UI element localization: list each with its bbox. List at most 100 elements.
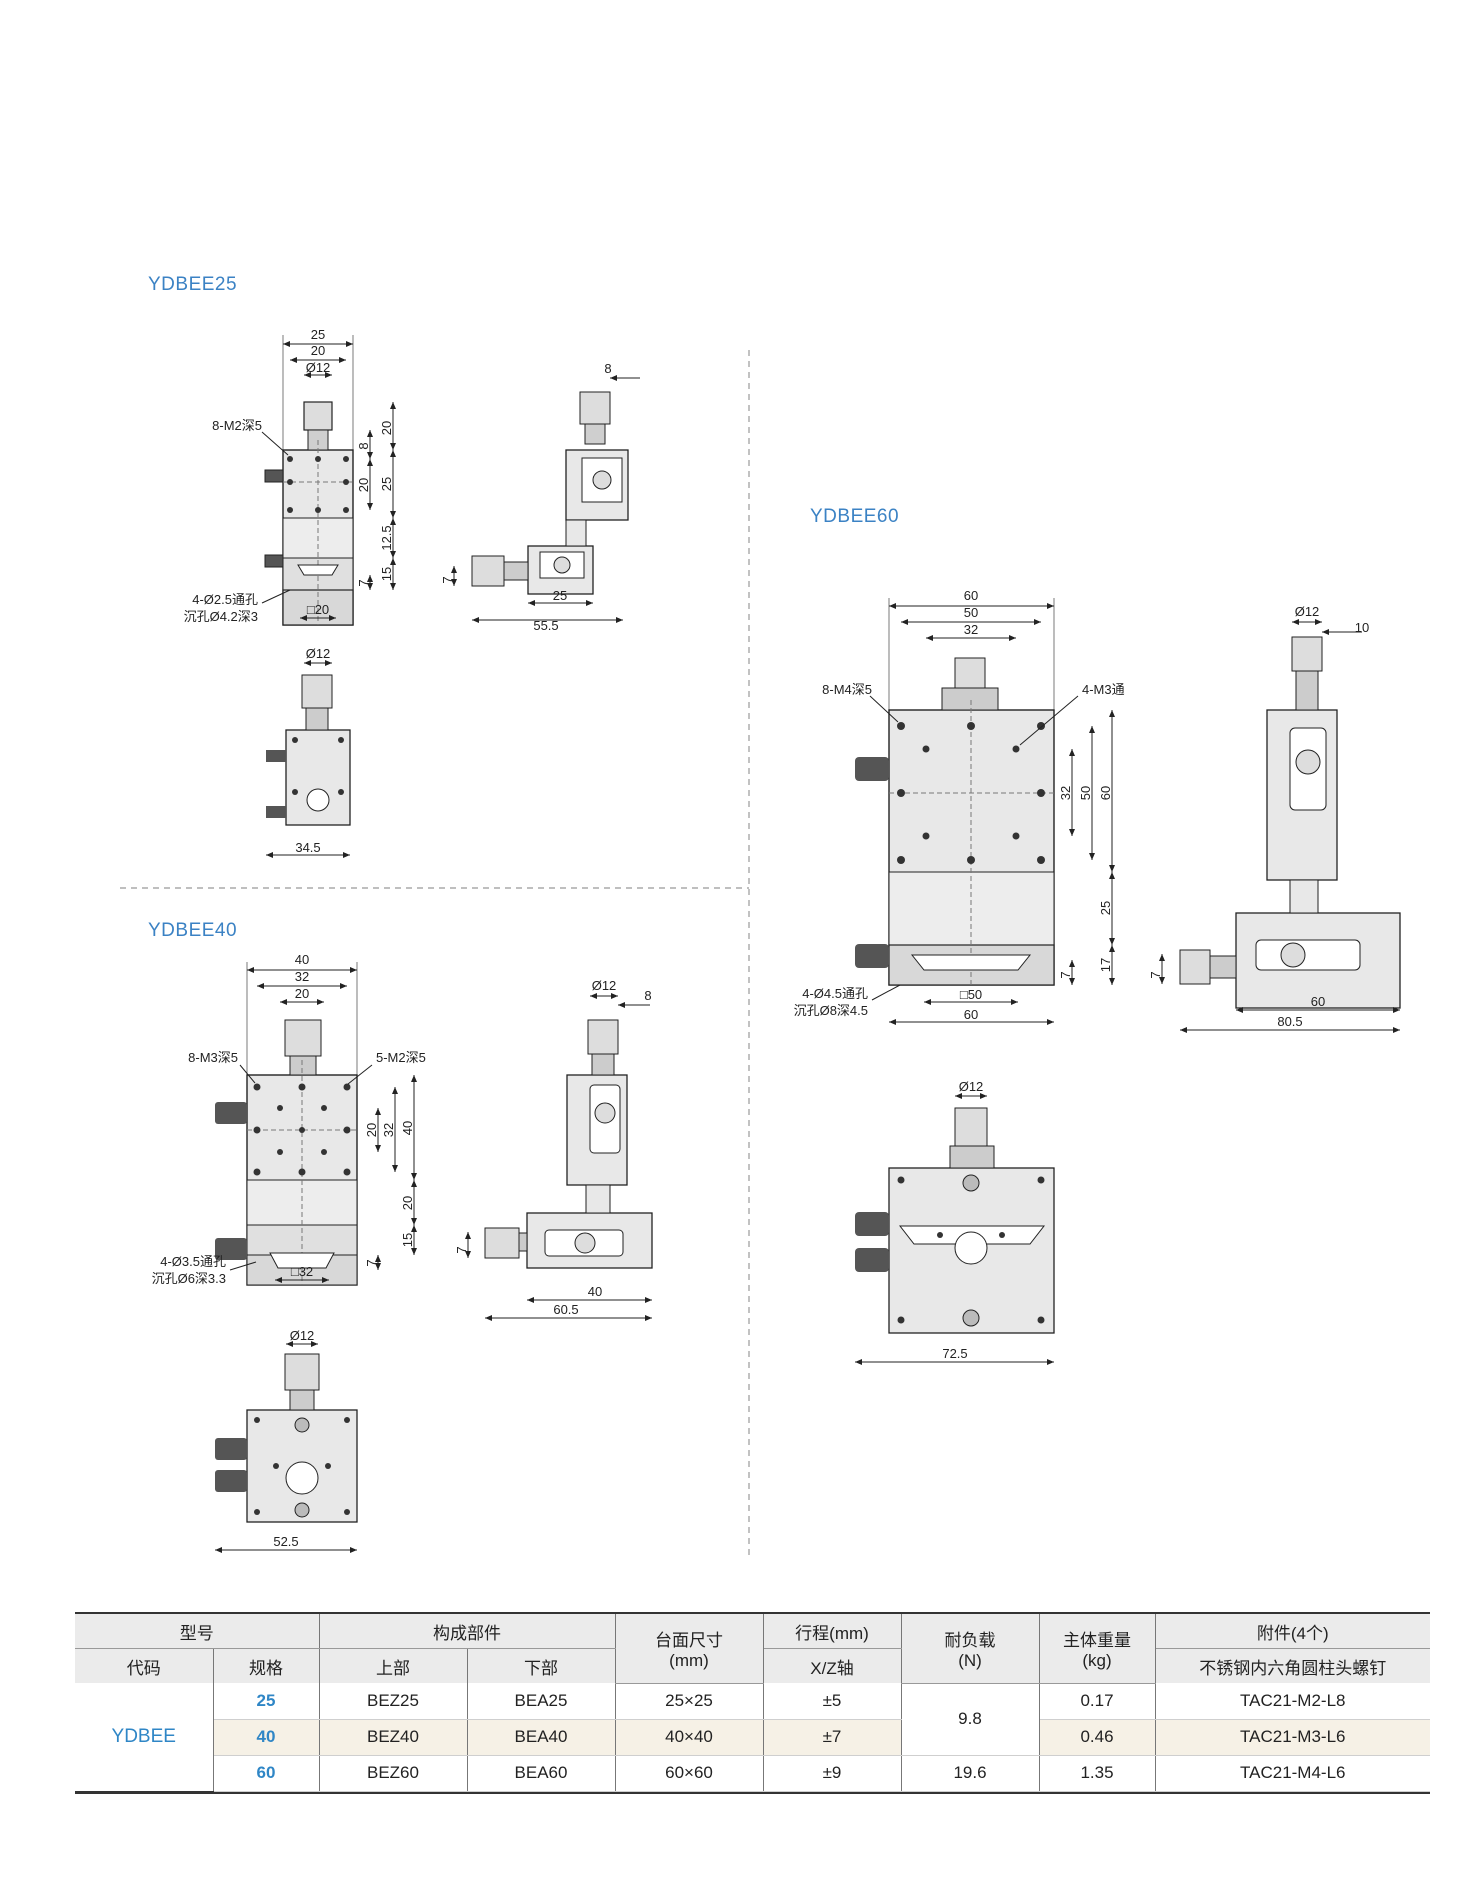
cell-lower: BEA60	[467, 1755, 616, 1792]
dim-25a-cb: 沉孔Ø4.2深3	[184, 609, 258, 624]
table-row: YDBEE 25 BEZ25 BEA25 25×25 ±5 9.8 0.17 T…	[75, 1683, 1430, 1792]
dim-25a-w20: 20	[311, 343, 325, 358]
dim-40a-thru: 4-Ø3.5通孔	[160, 1254, 226, 1269]
dim-60a-v7: 7	[1058, 971, 1073, 978]
cell-spec: 25	[213, 1683, 320, 1720]
th-load-label: 耐负载	[944, 1630, 996, 1650]
dim-25b-w34-5: 34.5	[295, 840, 320, 855]
dim-60a-thru: 4-Ø4.5通孔	[802, 986, 868, 1001]
dim-40s-w60-5: 60.5	[553, 1302, 578, 1317]
th-axis: X/Z轴	[763, 1648, 902, 1683]
dim-40a-v40: 40	[400, 1121, 415, 1135]
dim-25a-w25: 25	[311, 327, 325, 342]
dim-25s-w8: 8	[604, 361, 611, 376]
dim-60b-d12: Ø12	[959, 1079, 984, 1094]
dim-40a-holes8: 8-M3深5	[188, 1050, 238, 1065]
th-weight: 主体重量(kg)	[1039, 1614, 1156, 1684]
cell-accessory: TAC21-M2-L8	[1155, 1683, 1430, 1720]
th-model: 型号	[75, 1614, 320, 1649]
dim-60a-cb: 沉孔Ø8深4.5	[794, 1003, 868, 1018]
dim-40a-v32: 32	[381, 1123, 396, 1137]
dim-40b-w52-5: 52.5	[273, 1534, 298, 1549]
technical-drawings: 25 20 Ø12 8-M2深5 20 8 20 25 12.5 15 7 □2…	[120, 327, 1401, 1560]
th-code: 代码	[75, 1648, 214, 1683]
ydbee25-bottom-view: Ø12 34.5	[266, 646, 351, 858]
dim-40a-w32: 32	[295, 969, 309, 984]
dim-60s-d12: Ø12	[1295, 604, 1320, 619]
dim-60a-sq: □50	[960, 987, 982, 1002]
cell-code: YDBEE	[75, 1683, 214, 1792]
dim-40s-h7: 7	[454, 1246, 469, 1253]
dim-25s-h7: 7	[440, 576, 455, 583]
dim-60a-w32: 32	[964, 622, 978, 637]
dim-60s-w10: 10	[1355, 620, 1369, 635]
cell-stroke: ±9	[763, 1755, 902, 1792]
table-row: 60 BEZ60 BEA60 60×60 ±9 19.6 1.35 TAC21-…	[75, 1755, 1430, 1792]
th-weight-unit: (kg)	[1082, 1650, 1112, 1670]
dim-60a-w50: 50	[964, 605, 978, 620]
dim-25b-d12: Ø12	[306, 646, 331, 661]
cell-spec: 40	[213, 1719, 320, 1756]
dim-60s-h7: 7	[1148, 971, 1163, 978]
th-size: 台面尺寸(mm)	[615, 1614, 764, 1684]
cell-upper: BEZ25	[319, 1683, 468, 1720]
dim-25a-v20b: 20	[356, 478, 371, 492]
dim-60a-v25: 25	[1098, 901, 1113, 915]
cell-lower: BEA25	[467, 1683, 616, 1720]
ydbee60-side-view: Ø12 10 7 60 80.5	[1148, 604, 1401, 1033]
table-row: 40 BEZ40 BEA40 40×40 ±7 0.46 TAC21-M3-L6	[75, 1719, 1430, 1756]
ydbee40-bottom-view: Ø12 52.5	[215, 1328, 358, 1553]
cell-weight: 1.35	[1039, 1755, 1156, 1792]
cell-spec: 60	[213, 1755, 320, 1792]
dim-25s-w55-5: 55.5	[533, 618, 558, 633]
th-upper: 上部	[319, 1648, 468, 1683]
dim-25a-v12-5: 12.5	[379, 525, 394, 550]
dim-60a-v17: 17	[1098, 958, 1113, 972]
cell-weight: 0.46	[1039, 1719, 1156, 1756]
dim-25a-v15: 15	[379, 567, 394, 581]
th-parts: 构成部件	[319, 1614, 616, 1649]
dim-25a-v7: 7	[356, 579, 371, 586]
cell-upper: BEZ40	[319, 1719, 468, 1756]
dim-40a-v15: 15	[400, 1233, 415, 1247]
ydbee60-front-view: 60 50 32 8-M4深5 4-M3通 32 50 60 25 17 7 □…	[794, 588, 1125, 1025]
dim-60a-holes8: 8-M4深5	[822, 682, 872, 697]
dim-25a-holes: 8-M2深5	[212, 418, 262, 433]
cell-stroke: ±7	[763, 1719, 902, 1756]
ydbee25-front-view: 25 20 Ø12 8-M2深5 20 8 20 25 12.5 15 7 □2…	[184, 327, 396, 626]
th-lower: 下部	[467, 1648, 616, 1683]
table-bottom-rule	[75, 1792, 1430, 1794]
th-weight-label: 主体重量	[1063, 1630, 1131, 1650]
ydbee25-side-view: 8 7 25 55.5	[440, 361, 640, 633]
cell-load: 19.6	[901, 1755, 1040, 1792]
dim-60s-w80-5: 80.5	[1277, 1014, 1302, 1029]
dim-40a-holes5: 5-M2深5	[376, 1050, 426, 1065]
cell-accessory: TAC21-M4-L6	[1155, 1755, 1430, 1792]
dim-25a-d12: Ø12	[306, 360, 331, 375]
dim-60a-v60: 60	[1098, 786, 1113, 800]
dim-25a-v8: 8	[356, 442, 371, 449]
dim-60a-v32: 32	[1058, 786, 1073, 800]
dim-60a-v50: 50	[1078, 786, 1093, 800]
dim-25a-v20: 20	[379, 421, 394, 435]
cell-weight: 0.17	[1039, 1683, 1156, 1720]
cell-load-shared: 9.8	[901, 1683, 1040, 1756]
dim-40a-w20: 20	[295, 986, 309, 1001]
dim-40a-sq: □32	[291, 1264, 313, 1279]
ydbee40-side-view: Ø12 8 7 40 60.5	[454, 978, 653, 1321]
dim-60s-w60: 60	[1311, 994, 1325, 1009]
dim-60a-holes4: 4-M3通	[1082, 682, 1125, 697]
dim-40a-v7: 7	[364, 1259, 379, 1266]
spec-table: 型号 构成部件 台面尺寸(mm) 行程(mm) 耐负载(N) 主体重量(kg) …	[75, 1614, 1430, 1792]
th-accessory: 附件(4个)	[1155, 1614, 1430, 1649]
dim-60b-w72-5: 72.5	[942, 1346, 967, 1361]
ydbee60-bottom-view: Ø12 72.5	[855, 1079, 1055, 1365]
dim-25s-w25: 25	[553, 588, 567, 603]
th-size-label: 台面尺寸	[655, 1630, 723, 1650]
cell-size: 40×40	[615, 1719, 764, 1756]
dim-40a-cb: 沉孔Ø6深3.3	[152, 1271, 226, 1286]
dim-25a-thru: 4-Ø2.5通孔	[192, 592, 258, 607]
dim-40a-v20b: 20	[400, 1196, 415, 1210]
cell-upper: BEZ60	[319, 1755, 468, 1792]
dim-40b-d12: Ø12	[290, 1328, 315, 1343]
